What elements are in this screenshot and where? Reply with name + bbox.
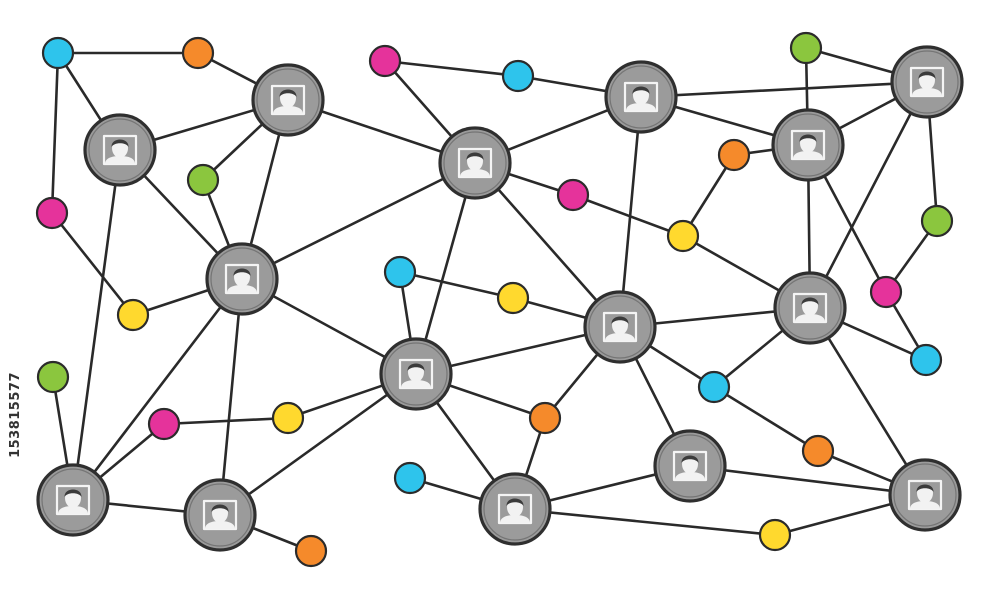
person-node [583,290,657,364]
blue-connector-dot [909,343,943,377]
orange-connector-dot [717,138,751,172]
person-node-inner-ring [893,463,957,527]
connection-line [50,211,135,317]
person-node-inner-ring [778,276,842,340]
person-node-inner-ring [588,295,652,359]
yellow-connector-dot [116,298,150,332]
connection-line [383,59,520,78]
green-connector-dot [36,360,70,394]
blue-connector-dot [501,59,535,93]
magenta-connector-dot [556,178,590,212]
blue-connector-dot [41,36,75,70]
person-node [205,242,279,316]
person-node [251,63,325,137]
person-node [604,60,678,134]
person-node-inner-ring [658,434,722,498]
connection-line [240,161,477,281]
magenta-connector-dot [869,275,903,309]
connector-dots [35,31,954,568]
blue-connector-dot [393,461,427,495]
orange-connector-dot [528,401,562,435]
person-node [438,126,512,200]
magenta-connector-dot [35,196,69,230]
magenta-connector-dot [368,44,402,78]
green-connector-dot [186,163,220,197]
person-node [771,108,845,182]
green-connector-dot [789,31,823,65]
person-node [36,463,110,537]
blue-connector-dot [697,370,731,404]
green-connector-dot [920,204,954,238]
person-nodes [36,45,964,552]
connection-line [218,277,244,517]
orange-connector-dot [801,434,835,468]
orange-connector-dot [294,534,328,568]
connection-line [808,80,929,310]
person-node [888,458,962,532]
connection-line [712,385,820,453]
connection-line [571,193,685,238]
connection-line [50,51,60,215]
person-node [653,429,727,503]
person-node-inner-ring [41,468,105,532]
person-node [478,472,552,546]
yellow-connector-dot [666,219,700,253]
connection-line [398,270,515,300]
connection-line [618,95,643,329]
person-node-inner-ring [483,477,547,541]
connection-line [639,80,929,99]
connection-line [71,277,244,502]
person-node-inner-ring [210,247,274,311]
person-node-inner-ring [443,131,507,195]
person-node [773,271,847,345]
yellow-connector-dot [496,281,530,315]
person-node-inner-ring [609,65,673,129]
person-node-inner-ring [384,342,448,406]
connection-line [218,372,418,517]
person-node-inner-ring [88,118,152,182]
blue-connector-dot [383,255,417,289]
person-node [83,113,157,187]
connection-line [162,416,290,426]
image-id-watermark: 153815577 [8,372,23,458]
connection-line [71,148,122,502]
connection-line [688,464,927,497]
magenta-connector-dot [147,407,181,441]
person-node-inner-ring [776,113,840,177]
person-node-inner-ring [256,68,320,132]
person-node [379,337,453,411]
connection-line [513,507,777,537]
person-node [890,45,964,119]
person-node [183,478,257,552]
person-node-inner-ring [895,50,959,114]
yellow-connector-dot [758,518,792,552]
yellow-connector-dot [271,401,305,435]
orange-connector-dot [181,36,215,70]
person-node-inner-ring [188,483,252,547]
